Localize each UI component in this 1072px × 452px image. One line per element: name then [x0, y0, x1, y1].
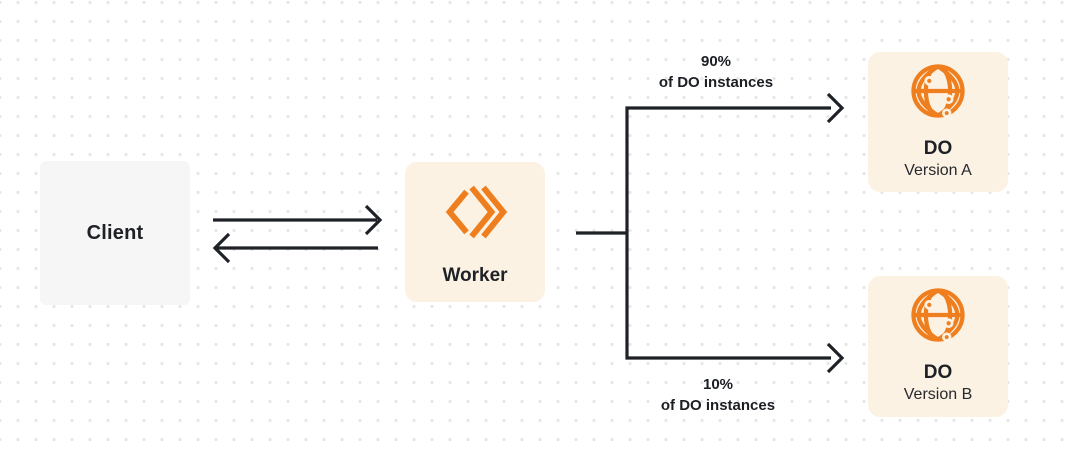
- arrowhead-to-do-a: [826, 92, 845, 124]
- arrowhead-to-do-b: [826, 342, 845, 374]
- branch-fork-line: [625, 106, 831, 360]
- do-a-title: DO: [923, 138, 953, 159]
- node-do-version-a: DO Version A: [868, 52, 1008, 192]
- label-branch-90-percent: 90% of DO instances: [596, 51, 836, 93]
- label-branch-10-percent: 10% of DO instances: [598, 374, 838, 416]
- branch-top-percent: 90%: [700, 53, 732, 70]
- node-do-version-b: DO Version B: [868, 276, 1008, 417]
- do-b-subtitle: Version B: [903, 386, 973, 403]
- branch-bottom-percent: 10%: [702, 376, 734, 393]
- node-worker: Worker: [405, 162, 545, 302]
- globe-icon: [907, 284, 969, 351]
- do-b-title: DO: [923, 362, 953, 383]
- arrow-worker-to-client: [212, 232, 378, 264]
- do-a-subtitle: Version A: [904, 162, 972, 179]
- branch-bottom-caption: of DO instances: [660, 397, 776, 414]
- globe-icon: [907, 60, 969, 127]
- client-label: Client: [86, 221, 144, 244]
- arrow-client-to-worker: [213, 204, 383, 236]
- branch-top-caption: of DO instances: [658, 74, 774, 91]
- worker-label: Worker: [442, 265, 508, 286]
- node-client: Client: [40, 161, 190, 305]
- workers-icon: [442, 178, 508, 251]
